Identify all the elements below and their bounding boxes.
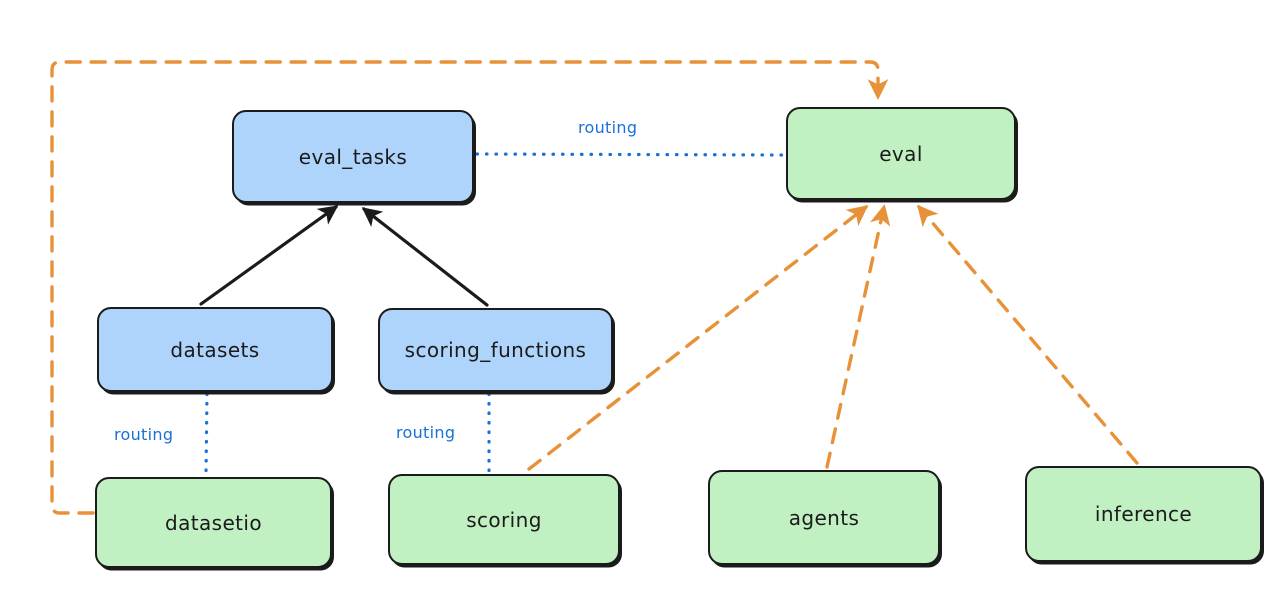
node-datasetio[interactable]: datasetio <box>95 477 332 568</box>
edge-datasets-to-eval-tasks <box>199 205 339 306</box>
edge-label-routing-datasets-datasetio: routing <box>114 425 174 444</box>
node-eval[interactable]: eval <box>786 107 1016 200</box>
edge-inference-to-eval <box>917 204 1139 465</box>
node-inference[interactable]: inference <box>1025 466 1262 562</box>
node-label-inference: inference <box>1094 502 1193 526</box>
node-label-datasetio: datasetio <box>164 510 262 535</box>
node-label-agents: agents <box>788 505 860 530</box>
node-label-eval: eval <box>879 141 923 166</box>
node-label-datasets: datasets <box>170 337 260 362</box>
node-scoring-functions[interactable]: scoring_functions <box>378 308 613 392</box>
edge-eval-tasks-to-eval <box>475 152 785 157</box>
node-label-scoring: scoring <box>466 507 542 532</box>
node-label-scoring-functions: scoring_functions <box>404 338 587 362</box>
edge-datasets-to-datasetio <box>204 392 209 476</box>
node-label-eval-tasks: eval_tasks <box>298 144 408 169</box>
edge-agents-to-eval <box>825 204 891 469</box>
edge-label-routing-eval-tasks-eval: routing <box>578 118 638 137</box>
node-eval-tasks[interactable]: eval_tasks <box>232 110 474 203</box>
node-agents[interactable]: agents <box>708 470 940 565</box>
node-scoring[interactable]: scoring <box>388 474 620 565</box>
edge-scoring-functions-to-eval-tasks <box>361 207 489 307</box>
edge-label-routing-scoring-functions-scoring: routing <box>396 423 456 442</box>
node-datasets[interactable]: datasets <box>97 307 333 392</box>
